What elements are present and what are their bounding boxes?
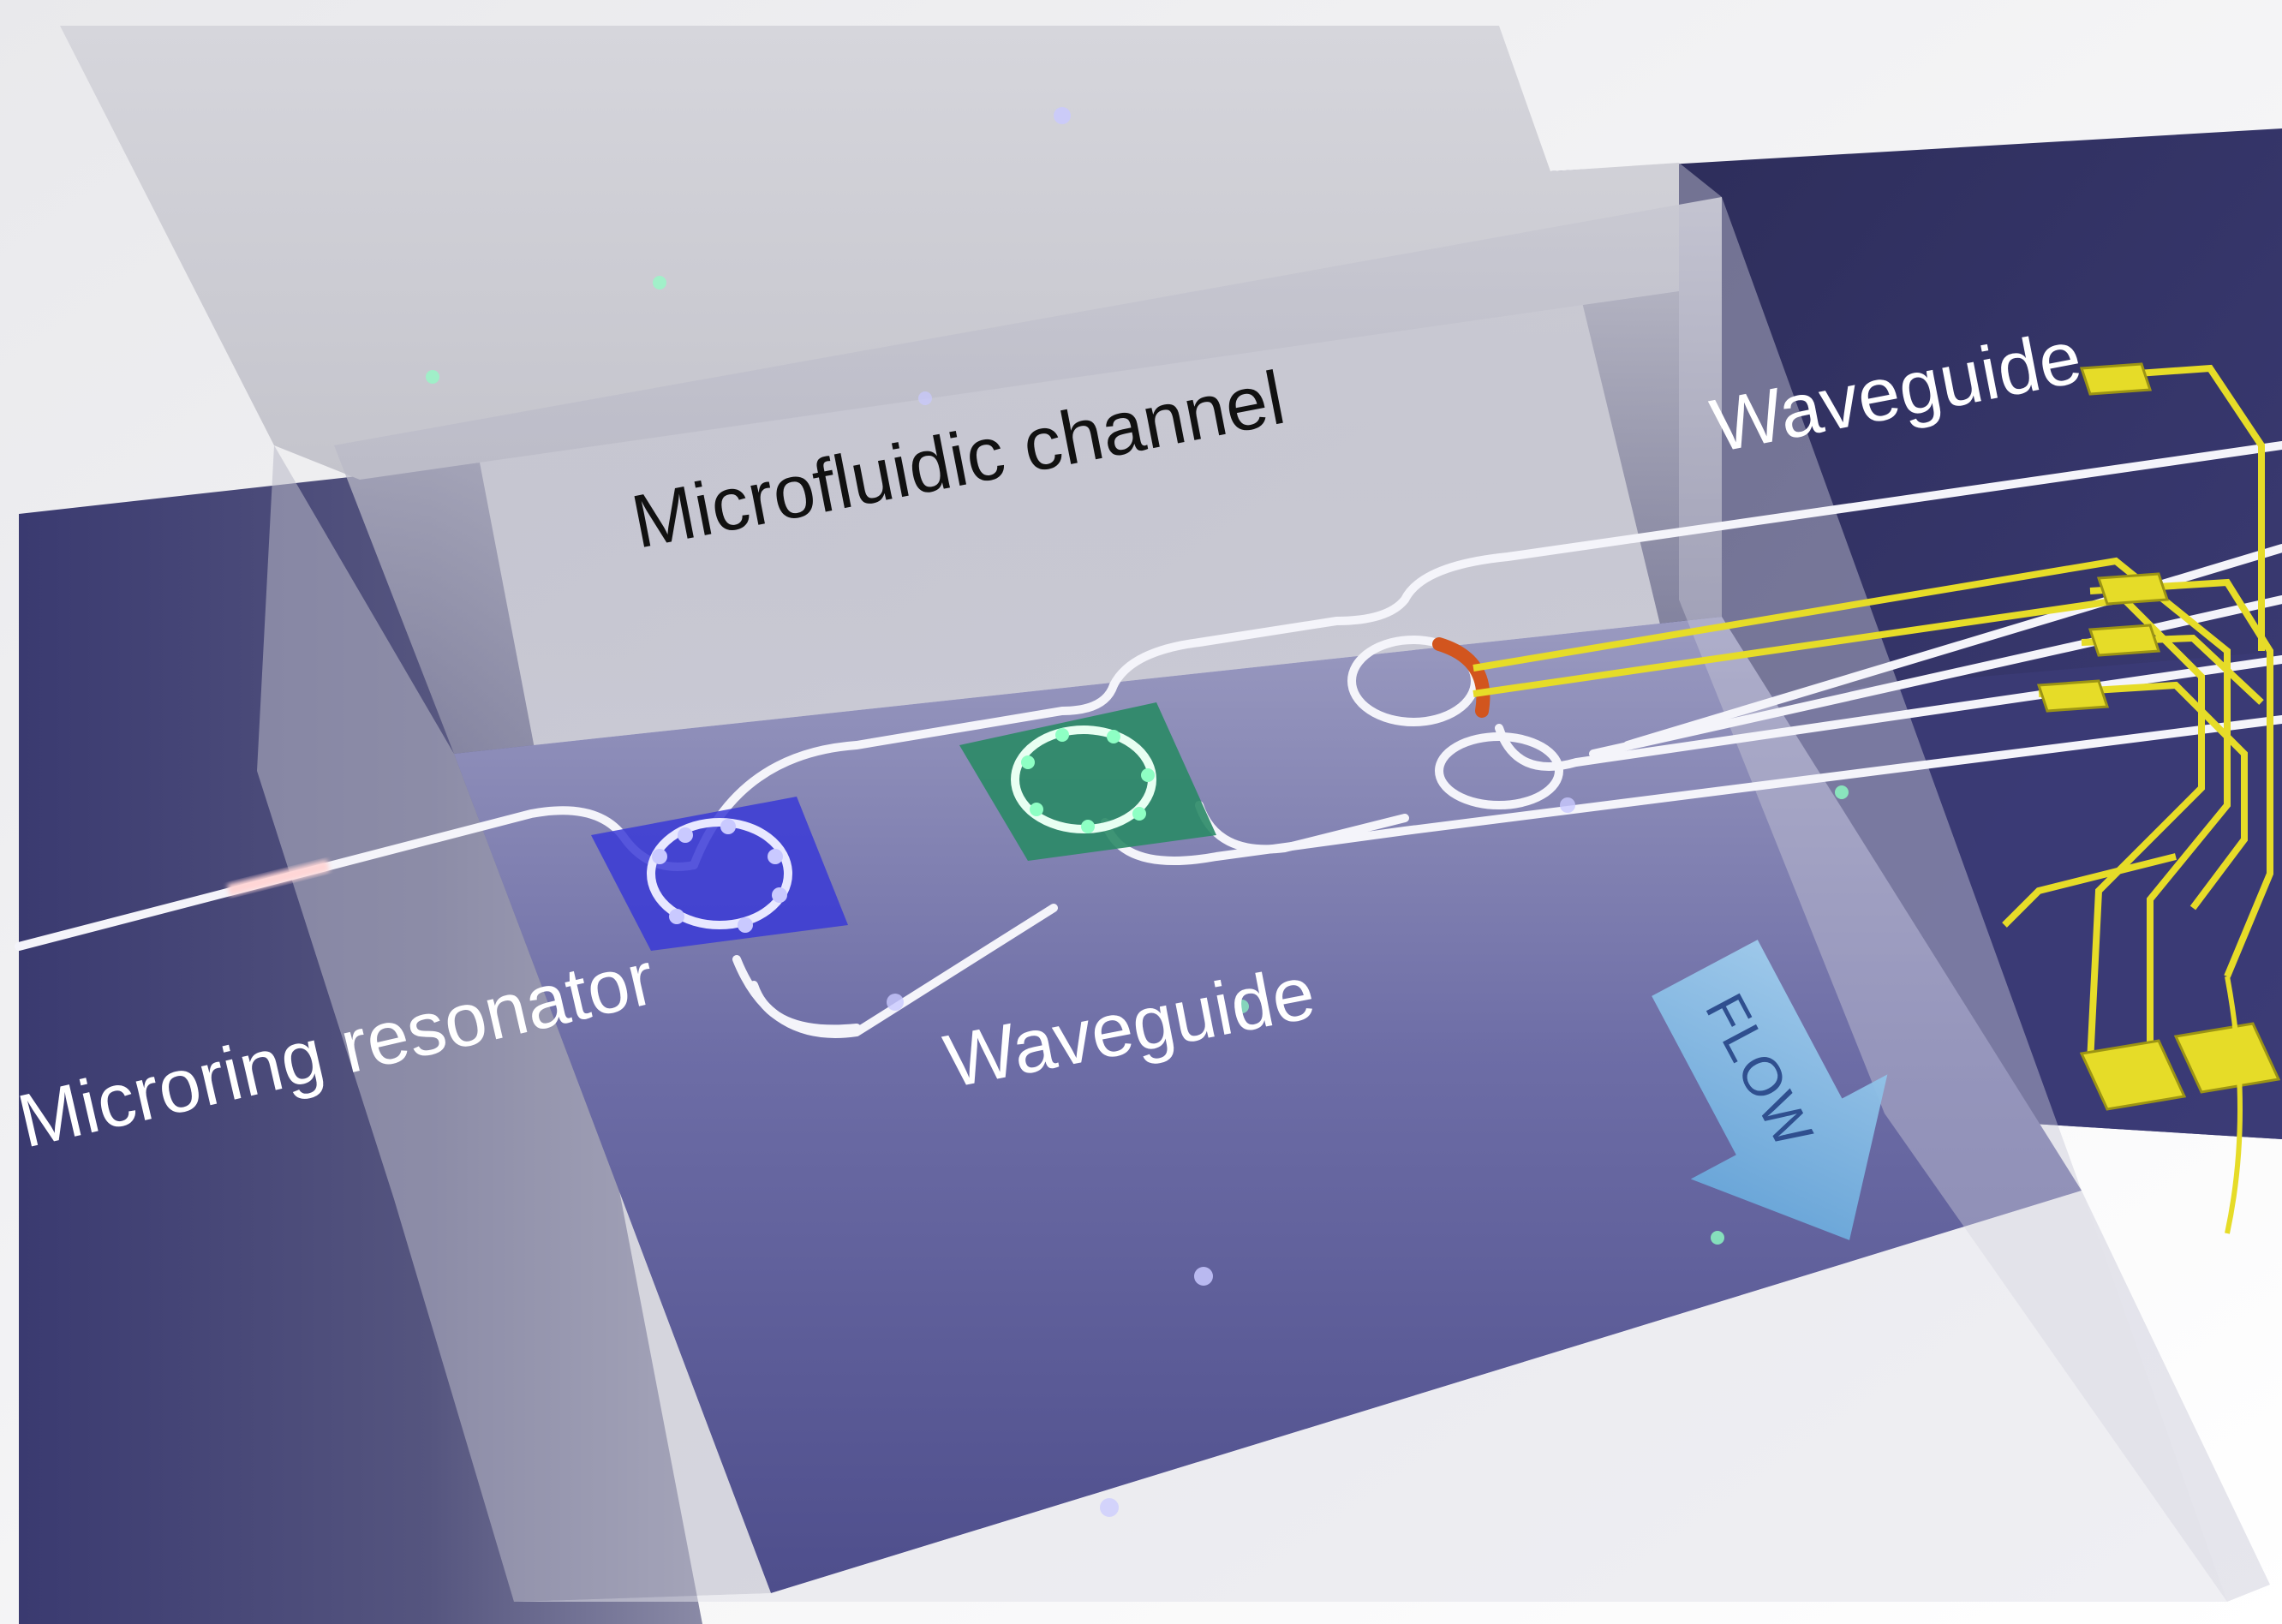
- electrode-trace-4: [2089, 578, 2273, 978]
- microring-lower: [1435, 732, 1563, 809]
- electrode-trace-6: [2038, 681, 2248, 911]
- channel-right-wall: [1679, 163, 2270, 1602]
- electrode-pad-mid-2: [2088, 624, 2161, 657]
- waveguide-lower-bus: [750, 981, 861, 1034]
- particles-green: [1021, 728, 1155, 833]
- waveguide-right-3: [1623, 544, 2282, 749]
- microring-pad-green: [959, 702, 1216, 861]
- channel-floor: [454, 617, 2082, 1593]
- microring-pad-blue: [591, 797, 848, 951]
- channel-left-wall: [257, 445, 771, 1602]
- electrode-pad-mid-1: [2096, 572, 2170, 606]
- electrode-trace-2: [1473, 595, 2205, 1063]
- electrode-pads: [2036, 362, 2281, 1111]
- waveguide-right-2: [1589, 595, 2282, 758]
- microring-resonator-blue: [647, 818, 792, 929]
- electrode-pad-bottom-2: [2173, 1022, 2281, 1094]
- electrode-pad-top: [2079, 362, 2153, 396]
- electrode-wire: [2225, 976, 2243, 1234]
- electrode-trace-3: [2089, 364, 2265, 651]
- electrode-pad-mid-3: [2036, 679, 2110, 713]
- flow-arrow-shape: [1652, 940, 1888, 1240]
- electrode-pad-bottom-1: [2079, 1039, 2187, 1111]
- channel-top-surface: [60, 26, 1679, 480]
- channel-front-pane: [514, 1191, 2227, 1602]
- electrode-trace-7: [2002, 853, 2177, 928]
- waveguide-network: [15, 441, 2282, 1038]
- waveguide-bus-2: [1109, 441, 2282, 690]
- electrode-trace-1: [1473, 557, 2231, 1079]
- input-light-glow: [227, 859, 330, 897]
- particles-blue: [652, 819, 787, 933]
- electrode-traces: [1473, 364, 2273, 1079]
- floating-particles: [426, 107, 1849, 1517]
